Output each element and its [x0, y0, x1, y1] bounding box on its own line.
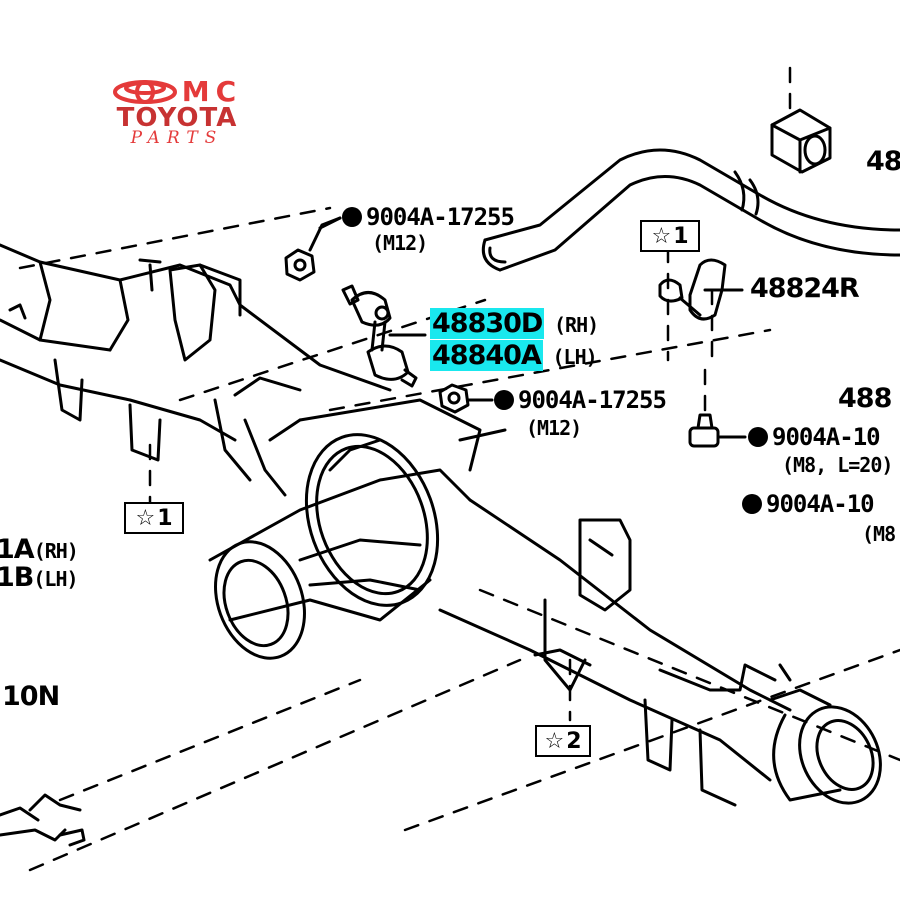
star-icon: ☆: [544, 728, 565, 754]
callout-left-10n[interactable]: 10N: [2, 681, 60, 712]
ref-box-bottom[interactable]: ☆2: [535, 725, 591, 757]
logo-line-2: TOYOTA: [116, 103, 238, 133]
star-icon: ☆: [651, 223, 672, 249]
lower-left-part: [0, 793, 86, 847]
toyota-parts-logo: MC TOYOTA PARTS: [82, 75, 272, 148]
ref-box-top[interactable]: ☆1: [640, 220, 700, 252]
stabilizer-bushing: [770, 108, 832, 174]
callout-nut-lower-spec: (M12): [526, 416, 582, 440]
toyota-emblem-icon: [112, 80, 177, 104]
nut-top: [284, 216, 342, 282]
callout-bolt-1-spec: (M8, L=20): [782, 453, 893, 477]
callout-bolt-1[interactable]: 9004A-10: [748, 425, 881, 449]
callout-nut-lower[interactable]: 9004A-17255: [494, 388, 667, 412]
callout-left-lh[interactable]: 1B(LH): [0, 562, 79, 593]
stabilizer-link: [341, 284, 427, 388]
callout-left-rh[interactable]: 1A(RH): [0, 534, 79, 565]
callout-link-lh[interactable]: 48840A (LH): [430, 340, 598, 371]
callout-link-rh[interactable]: 48830D (RH): [430, 308, 599, 339]
ref-box-left[interactable]: ☆1: [124, 502, 184, 534]
bullet-icon: [342, 207, 362, 227]
callout-bolt-2-spec: (M8: [862, 522, 896, 546]
callout-right-cut-2[interactable]: 488: [838, 383, 892, 414]
bullet-icon: [742, 494, 762, 514]
callout-right-cut-1[interactable]: 488: [866, 146, 900, 177]
callout-nut-top[interactable]: 9004A-17255: [342, 205, 515, 229]
differential: [208, 398, 507, 660]
logo-line-3: PARTS: [130, 128, 224, 148]
stabilizer-bar: [481, 148, 900, 272]
dashed-guides: [18, 66, 900, 872]
axle-housing-right: [438, 498, 882, 807]
star-icon: ☆: [135, 505, 156, 531]
bullet-icon: [748, 427, 768, 447]
callout-nut-top-spec: (M12): [372, 231, 428, 255]
bullet-icon: [494, 390, 514, 410]
logo-line-1: MC: [181, 75, 243, 108]
callout-bolt-2[interactable]: 9004A-10: [742, 492, 875, 516]
nut-lower: [438, 383, 494, 414]
bolt: [688, 413, 747, 448]
bracket-48824r: [658, 258, 727, 321]
callout-bracket[interactable]: 48824R: [750, 273, 860, 304]
axle-housing-left: [0, 243, 392, 497]
leader-line: [318, 216, 342, 230]
